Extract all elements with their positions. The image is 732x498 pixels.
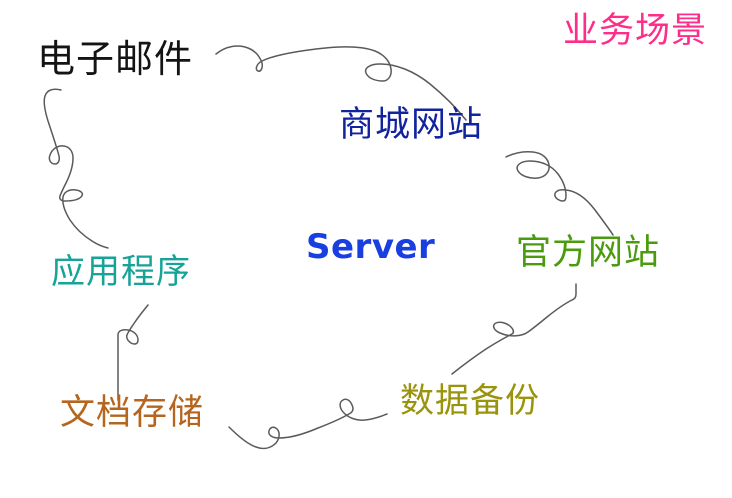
node-label-server[interactable]: Server — [306, 227, 436, 267]
connector-left-vertical — [117, 304, 149, 401]
diagram-title: 业务场景 — [563, 11, 708, 51]
node-label-document-storage[interactable]: 文档存储 — [60, 393, 205, 433]
node-label-application[interactable]: 应用程序 — [51, 252, 191, 292]
node-label-mall-website[interactable]: 商城网站 — [339, 105, 484, 145]
node-label-official-website[interactable]: 官方网站 — [516, 233, 661, 273]
connector-bottom-arc — [228, 398, 388, 450]
connector-upper-right-arc — [505, 151, 614, 236]
connector-bottom-right-arc — [451, 283, 577, 375]
node-label-data-backup[interactable]: 数据备份 — [400, 381, 540, 421]
connector-left-arc — [43, 88, 109, 249]
node-label-email[interactable]: 电子邮件 — [37, 37, 194, 81]
